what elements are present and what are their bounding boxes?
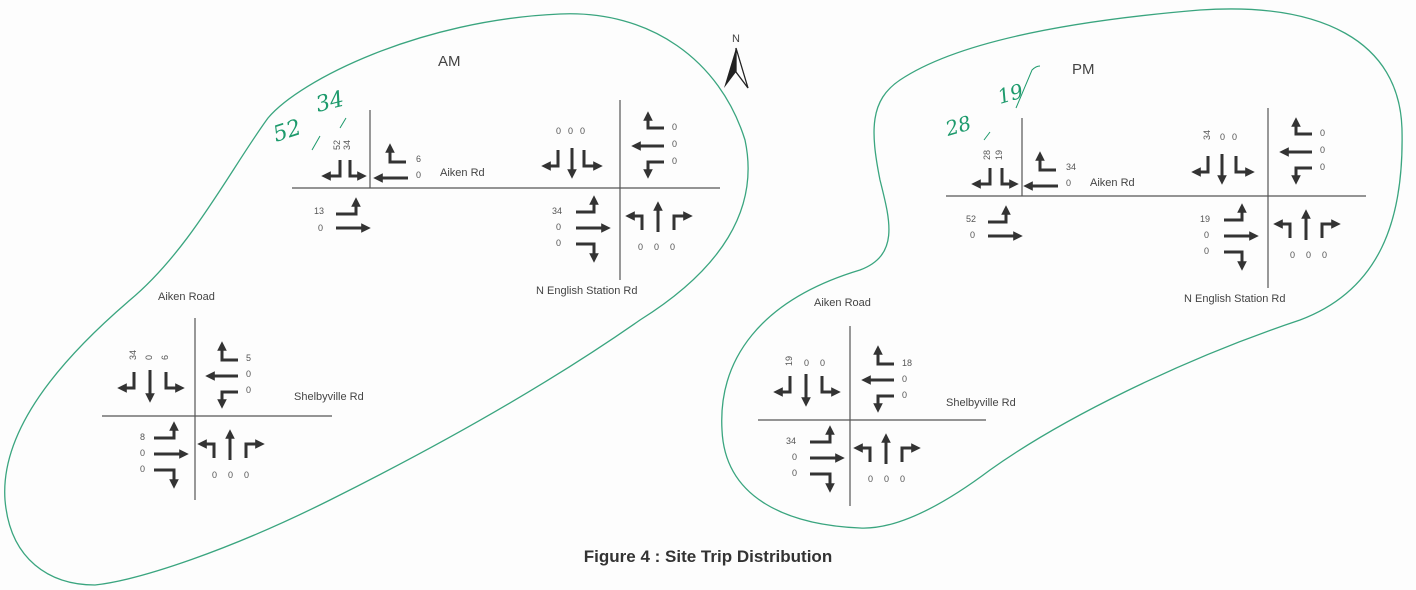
am-aiken-road-label: Aiken Rd <box>440 167 485 179</box>
pm-es-wb-vol-1: 0 <box>1320 128 1325 138</box>
north-arrow: N <box>724 33 749 89</box>
pm-sh-wb-vol-2: 0 <box>902 374 907 384</box>
am-sh-sb-vol-3: 6 <box>160 355 170 360</box>
pm-sh-wb-vol-1: 18 <box>902 358 912 368</box>
pm-es-nb-vol-3: 0 <box>1322 250 1327 260</box>
am-aiken-eb-vol-2: 0 <box>318 223 323 233</box>
am-es-nb-vol-3: 0 <box>670 242 675 252</box>
pm-sh-eb-vol-2: 0 <box>792 452 797 462</box>
pm-sh-sb-vol-1: 19 <box>784 356 794 366</box>
pm-aiken-road-label: Aiken Rd <box>1090 177 1135 189</box>
figure-caption: Figure 4 : Site Trip Distribution <box>583 547 833 566</box>
am-es-sb-vol-1: 0 <box>556 126 561 136</box>
north-arrow-icon <box>724 48 736 88</box>
pm-aiken-eb-vol-1: 52 <box>966 214 976 224</box>
pm-aiken-sb-vol-right: 19 <box>994 150 1004 160</box>
pm-es-eb-vol-1: 19 <box>1200 214 1210 224</box>
pm-aiken-site-intersection: 28 19 34 0 Aiken Rd 52 0 <box>946 118 1366 241</box>
pm-shelbyville-intersection: Aiken Road 19 0 0 18 0 0 Shelbyville Rd … <box>758 297 1016 506</box>
pm-sh-eb-vol-1: 34 <box>786 436 796 446</box>
am-shelbyville-intersection: Aiken Road 34 0 6 5 0 0 Shelbyville Rd 8… <box>102 291 364 500</box>
am-handwritten-52: 52 <box>270 115 304 147</box>
pm-sh-sb-vol-2: 0 <box>804 358 809 368</box>
am-aiken-site-intersection: 52 34 6 0 Aiken Rd 13 0 <box>292 110 720 233</box>
am-sh-wb-vol-1: 5 <box>246 353 251 363</box>
pm-handwritten-28: 28 <box>942 111 974 141</box>
am-es-wb-vol-2: 0 <box>672 139 677 149</box>
am-es-eb-vol-1: 34 <box>552 206 562 216</box>
pm-sh-wb-vol-3: 0 <box>902 390 907 400</box>
pm-es-eb-vol-2: 0 <box>1204 230 1209 240</box>
am-handwritten-34: 34 <box>313 87 346 118</box>
pm-es-sb-vol-1: 34 <box>1202 130 1212 140</box>
pm-es-sb-vol-3: 0 <box>1232 132 1237 142</box>
am-sh-sb-vol-1: 34 <box>128 350 138 360</box>
am-es-road-label: N English Station Rd <box>536 285 638 297</box>
pm-es-road-label: N English Station Rd <box>1184 293 1286 305</box>
pm-es-eb-vol-3: 0 <box>1204 246 1209 256</box>
am-aiken-wb-vol-1: 6 <box>416 154 421 164</box>
am-es-nb-vol-1: 0 <box>638 242 643 252</box>
pm-es-nb-vol-1: 0 <box>1290 250 1295 260</box>
am-sh-eb-vol-3: 0 <box>140 464 145 474</box>
am-es-eb-vol-3: 0 <box>556 238 561 248</box>
am-english-station-intersection: 0 0 0 0 0 0 34 0 0 0 0 0 N English Stati… <box>536 100 693 297</box>
pm-english-station-intersection: 34 0 0 0 0 0 19 0 0 0 0 0 N English Stat… <box>1184 108 1341 305</box>
pm-sh-sb-vol-3: 0 <box>820 358 825 368</box>
am-sh-ns-label: Aiken Road <box>158 291 215 303</box>
am-aiken-wb-vol-2: 0 <box>416 170 421 180</box>
pm-aiken-sb-vol-left: 28 <box>982 150 992 160</box>
am-aiken-sb-vol-left: 52 <box>332 140 342 150</box>
am-sh-wb-vol-3: 0 <box>246 385 251 395</box>
am-sh-nb-vol-3: 0 <box>244 470 249 480</box>
pm-es-sb-vol-2: 0 <box>1220 132 1225 142</box>
pm-es-wb-vol-3: 0 <box>1320 162 1325 172</box>
pm-sh-eb-vol-3: 0 <box>792 468 797 478</box>
am-aiken-sb-vol-right: 34 <box>342 140 352 150</box>
pm-es-nb-vol-2: 0 <box>1306 250 1311 260</box>
pm-aiken-wb-vol-2: 0 <box>1066 178 1071 188</box>
pm-sh-nb-vol-3: 0 <box>900 474 905 484</box>
am-es-wb-vol-3: 0 <box>672 156 677 166</box>
am-sh-sb-vol-2: 0 <box>144 355 154 360</box>
pm-aiken-wb-vol-1: 34 <box>1066 162 1076 172</box>
pm-period-label: PM <box>1072 61 1095 78</box>
am-sh-wb-vol-2: 0 <box>246 369 251 379</box>
am-es-wb-vol-1: 0 <box>672 122 677 132</box>
am-outline-loop <box>4 13 749 586</box>
am-sh-eb-vol-1: 8 <box>140 432 145 442</box>
am-es-sb-vol-3: 0 <box>580 126 585 136</box>
am-es-nb-vol-2: 0 <box>654 242 659 252</box>
pm-aiken-eb-vol-2: 0 <box>970 230 975 240</box>
am-sh-ew-label: Shelbyville Rd <box>294 391 364 403</box>
am-aiken-eb-vol-1: 13 <box>314 206 324 216</box>
am-sh-nb-vol-2: 0 <box>228 470 233 480</box>
am-sh-nb-vol-1: 0 <box>212 470 217 480</box>
am-es-sb-vol-2: 0 <box>568 126 573 136</box>
pm-es-wb-vol-2: 0 <box>1320 145 1325 155</box>
pm-sh-ew-label: Shelbyville Rd <box>946 397 1016 409</box>
pm-sh-ns-label: Aiken Road <box>814 297 871 309</box>
pm-sh-nb-vol-1: 0 <box>868 474 873 484</box>
pm-sh-nb-vol-2: 0 <box>884 474 889 484</box>
north-label: N <box>732 33 740 45</box>
pm-handwritten-19: 19 <box>995 79 1026 109</box>
am-sh-eb-vol-2: 0 <box>140 448 145 458</box>
pm-outline-loop <box>721 8 1403 529</box>
am-es-eb-vol-2: 0 <box>556 222 561 232</box>
am-period-label: AM <box>438 53 461 70</box>
